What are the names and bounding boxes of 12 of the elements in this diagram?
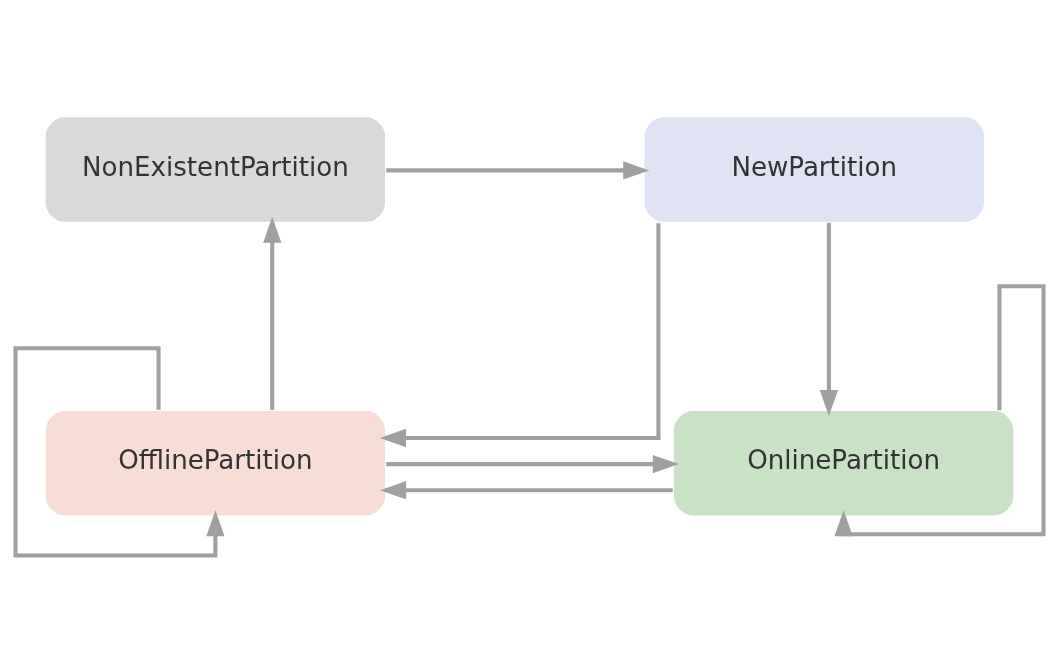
node-box: NewPartition xyxy=(642,115,986,223)
arrow xyxy=(379,222,661,447)
node-box: NonExistentPartition xyxy=(44,115,387,223)
arrow xyxy=(263,216,282,410)
arrow xyxy=(819,222,839,416)
arrow xyxy=(386,454,679,473)
arrow xyxy=(380,480,673,499)
node-box: OfflinePartition xyxy=(44,408,387,517)
arrow xyxy=(386,160,650,180)
arrow xyxy=(13,345,225,557)
node-box: OnlinePartition xyxy=(672,408,1015,517)
arrow xyxy=(834,283,1046,536)
